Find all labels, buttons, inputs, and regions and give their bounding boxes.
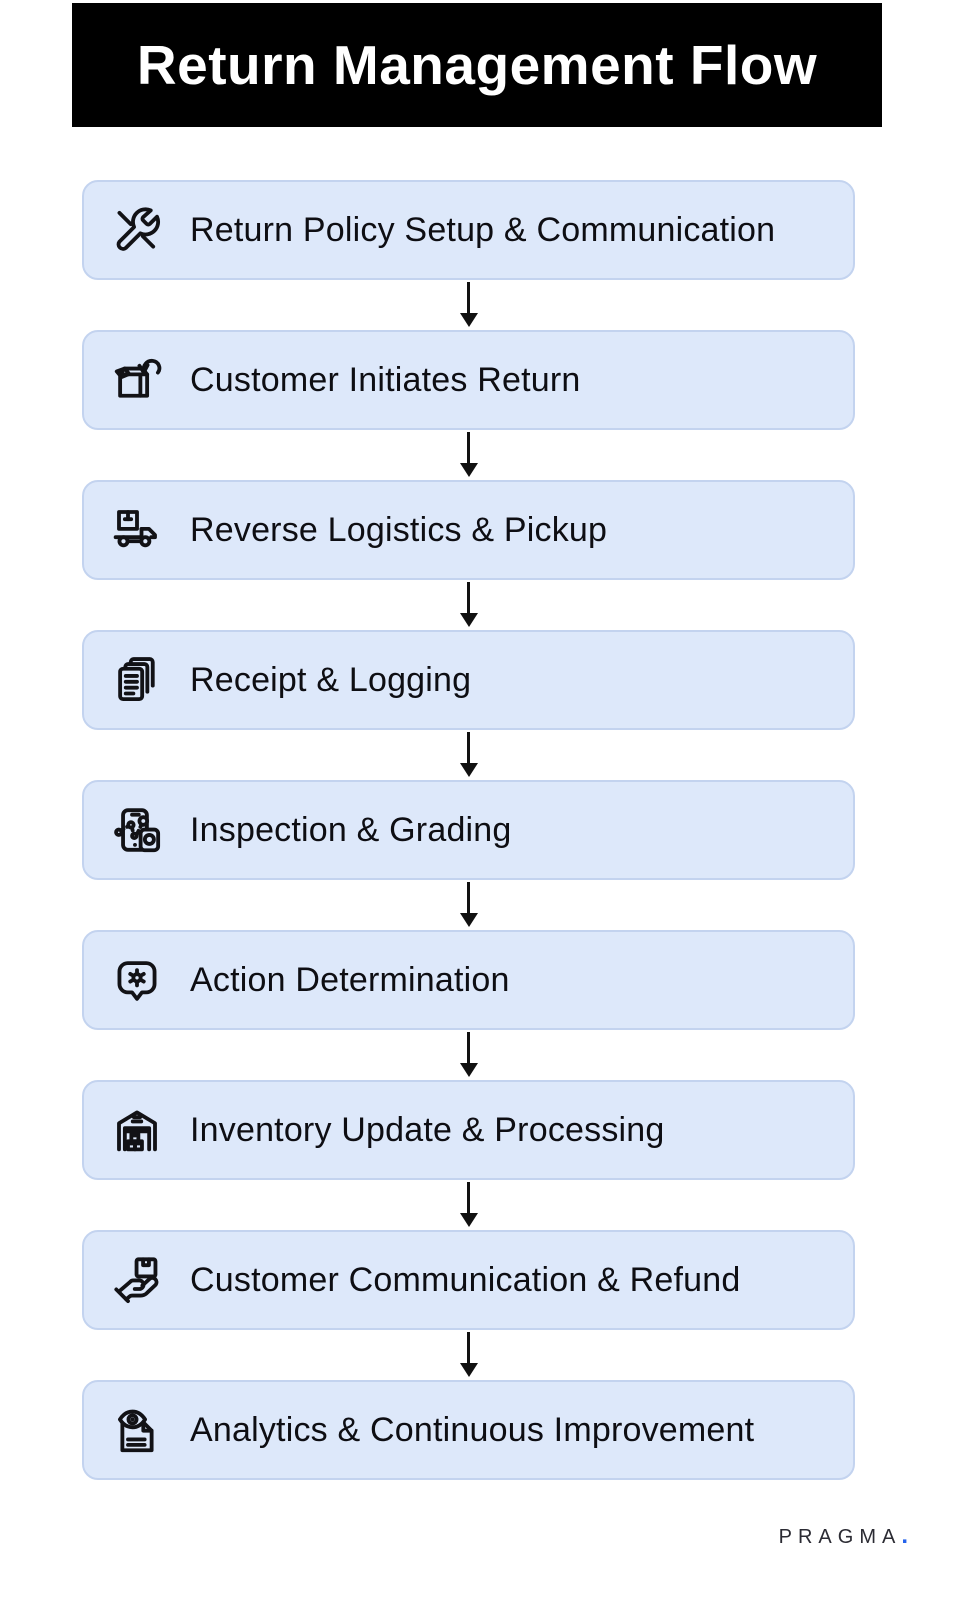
flow-step: Inventory Update & Processing xyxy=(82,1080,855,1230)
step-box: Analytics & Continuous Improvement xyxy=(82,1380,855,1480)
flow-step: Return Policy Setup & Communication xyxy=(82,180,855,330)
arrow-head-icon xyxy=(459,1063,478,1077)
flow-step: Reverse Logistics & Pickup xyxy=(82,480,855,630)
step-label: Customer Communication & Refund xyxy=(190,1260,741,1299)
step-box: Customer Communication & Refund xyxy=(82,1230,855,1330)
flow-step: Customer Communication & Refund xyxy=(82,1230,855,1380)
step-label: Action Determination xyxy=(190,960,510,999)
flow-diagram: Return Policy Setup & Communication Cust… xyxy=(82,180,855,1480)
title-banner: Return Management Flow xyxy=(72,3,882,127)
device-inspection-icon xyxy=(110,803,164,857)
step-box: Inspection & Grading xyxy=(82,780,855,880)
flow-step: Action Determination xyxy=(82,930,855,1080)
brand-dot: . xyxy=(901,1522,908,1549)
down-arrow xyxy=(82,580,855,630)
arrow-shaft xyxy=(467,1032,470,1063)
hand-package-icon xyxy=(110,1253,164,1307)
warehouse-icon xyxy=(110,1103,164,1157)
page-title: Return Management Flow xyxy=(136,34,818,96)
delivery-truck-icon xyxy=(110,503,164,557)
arrow-shaft xyxy=(467,432,470,463)
down-arrow xyxy=(82,280,855,330)
step-label: Inspection & Grading xyxy=(190,810,512,849)
down-arrow xyxy=(82,730,855,780)
step-box: Inventory Update & Processing xyxy=(82,1080,855,1180)
arrow-head-icon xyxy=(459,913,478,927)
arrow-shaft xyxy=(467,1332,470,1363)
step-label: Reverse Logistics & Pickup xyxy=(190,510,608,549)
down-arrow xyxy=(82,1330,855,1380)
down-arrow xyxy=(82,430,855,480)
step-box: Action Determination xyxy=(82,930,855,1030)
arrow-shaft xyxy=(467,732,470,763)
stacked-documents-icon xyxy=(110,653,164,707)
package-return-icon xyxy=(110,353,164,407)
arrow-shaft xyxy=(467,882,470,913)
step-label: Inventory Update & Processing xyxy=(190,1110,665,1149)
arrow-head-icon xyxy=(459,313,478,327)
step-label: Customer Initiates Return xyxy=(190,360,581,399)
tools-icon xyxy=(110,203,164,257)
step-label: Analytics & Continuous Improvement xyxy=(190,1410,755,1449)
arrow-head-icon xyxy=(459,763,478,777)
arrow-head-icon xyxy=(459,463,478,477)
arrow-shaft xyxy=(467,282,470,313)
step-label: Receipt & Logging xyxy=(190,660,472,699)
brand-name: PRAGMA xyxy=(778,1526,902,1548)
flow-step: Inspection & Grading xyxy=(82,780,855,930)
arrow-head-icon xyxy=(459,1213,478,1227)
step-box: Reverse Logistics & Pickup xyxy=(82,480,855,580)
step-box: Receipt & Logging xyxy=(82,630,855,730)
arrow-shaft xyxy=(467,1182,470,1213)
arrow-head-icon xyxy=(459,1363,478,1377)
flow-step: Analytics & Continuous Improvement xyxy=(82,1380,855,1480)
step-box: Return Policy Setup & Communication xyxy=(82,180,855,280)
down-arrow xyxy=(82,880,855,930)
flow-step: Receipt & Logging xyxy=(82,630,855,780)
step-label: Return Policy Setup & Communication xyxy=(190,210,776,249)
step-box: Customer Initiates Return xyxy=(82,330,855,430)
chat-gear-icon xyxy=(110,953,164,1007)
down-arrow xyxy=(82,1180,855,1230)
document-eye-icon xyxy=(110,1403,164,1457)
down-arrow xyxy=(82,1030,855,1080)
brand-footer: PRAGMA. xyxy=(779,1522,908,1550)
arrow-head-icon xyxy=(459,613,478,627)
flow-step: Customer Initiates Return xyxy=(82,330,855,480)
arrow-shaft xyxy=(467,582,470,613)
